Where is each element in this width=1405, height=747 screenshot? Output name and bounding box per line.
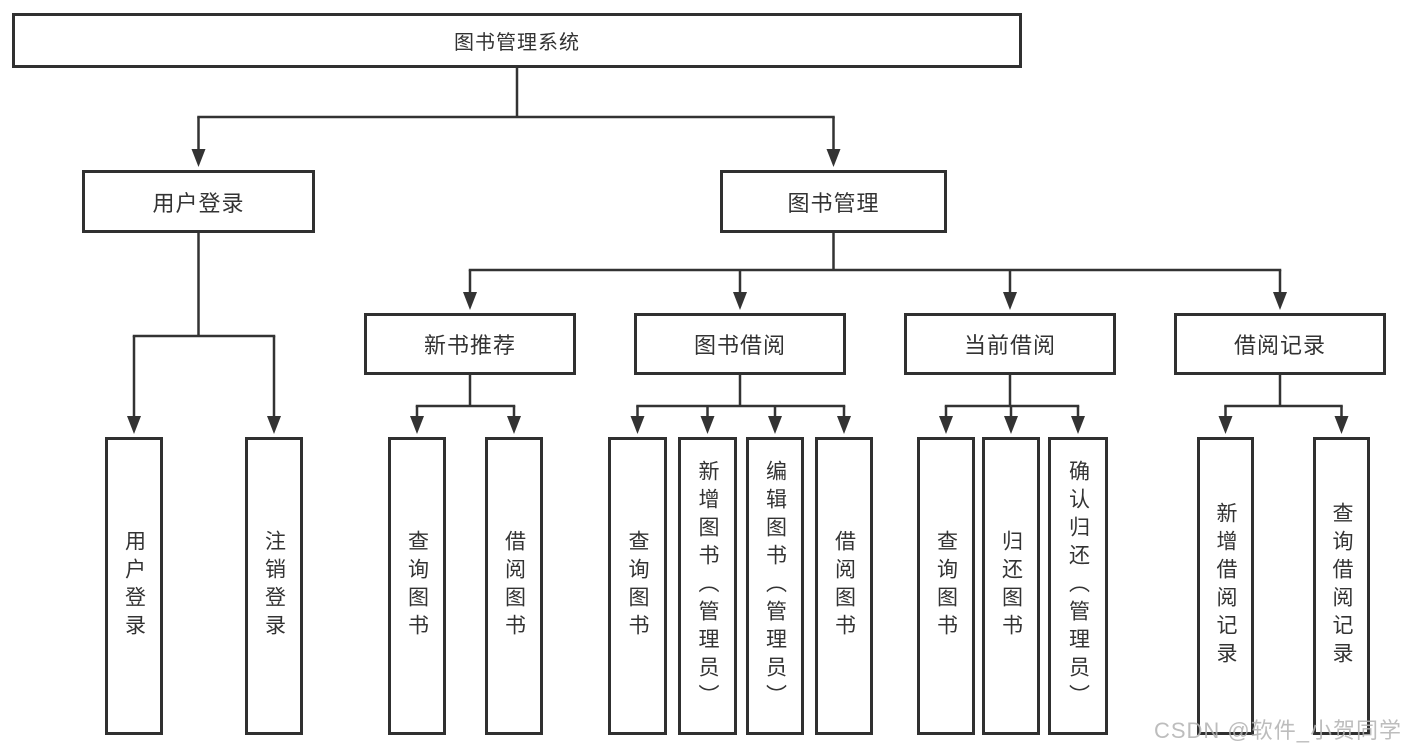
node-new-book-recommend: 新书推荐 bbox=[364, 313, 576, 375]
node-book-management: 图书管理 bbox=[720, 170, 947, 233]
node-user-login-label: 用户登录 bbox=[152, 190, 245, 216]
node-borrow-records-label: 借阅记录 bbox=[1233, 333, 1326, 358]
node-book-borrow-label: 图书借阅 bbox=[693, 333, 786, 358]
leaf-add-borrow-record: 新增借阅记录 bbox=[1197, 437, 1254, 735]
leaf-query-borrow-record: 查询借阅记录 bbox=[1313, 437, 1370, 735]
node-book-management-label: 图书管理 bbox=[787, 190, 880, 216]
node-current-borrow-label: 当前借阅 bbox=[963, 333, 1056, 358]
leaf-query-books-borrow: 查询图书 bbox=[608, 437, 667, 735]
connector-root-branch bbox=[191, 68, 841, 167]
leaf-borrow-books-recommend: 借阅图书 bbox=[485, 437, 543, 735]
watermark: CSDN @软件_小贺同学 bbox=[1153, 718, 1402, 743]
leaf-query-books-current: 查询图书 bbox=[917, 437, 975, 735]
leaf-borrow-books-recommend-label: 借阅图书 bbox=[502, 530, 526, 642]
node-new-book-recommend-label: 新书推荐 bbox=[423, 333, 516, 358]
leaf-edit-books-admin: 编辑图书（管理员） bbox=[746, 437, 804, 735]
leaf-logout: 注销登录 bbox=[245, 437, 303, 735]
connector-current-borrow-branch bbox=[939, 375, 1085, 434]
leaf-edit-books-admin-label: 编辑图书（管理员） bbox=[763, 460, 787, 712]
leaf-borrow-books: 借阅图书 bbox=[815, 437, 873, 735]
node-root-label: 图书管理系统 bbox=[454, 32, 580, 54]
leaf-query-books-recommend-label: 查询图书 bbox=[405, 530, 429, 642]
leaf-query-books-recommend: 查询图书 bbox=[388, 437, 446, 735]
leaf-add-books-admin-label: 新增图书（管理员） bbox=[696, 460, 719, 712]
node-user-login: 用户登录 bbox=[82, 170, 315, 233]
leaf-return-books: 归还图书 bbox=[982, 437, 1040, 735]
connector-user-login-branch bbox=[127, 233, 281, 434]
leaf-query-borrow-record-label: 查询借阅记录 bbox=[1330, 502, 1353, 670]
leaf-query-books-current-label: 查询图书 bbox=[934, 530, 958, 642]
leaf-query-books-borrow-label: 查询图书 bbox=[626, 530, 649, 642]
node-borrow-records: 借阅记录 bbox=[1174, 313, 1386, 375]
connector-borrow-records-branch bbox=[1218, 375, 1349, 434]
leaf-confirm-return-admin: 确认归还（管理员） bbox=[1048, 437, 1108, 735]
leaf-borrow-books-label: 借阅图书 bbox=[832, 530, 856, 642]
node-current-borrow: 当前借阅 bbox=[904, 313, 1116, 375]
connector-book-management-branch bbox=[463, 233, 1287, 310]
leaf-return-books-label: 归还图书 bbox=[999, 530, 1023, 642]
leaf-confirm-return-admin-label: 确认归还（管理员） bbox=[1066, 460, 1090, 712]
node-book-borrow: 图书借阅 bbox=[634, 313, 846, 375]
connector-book-borrow-branch bbox=[630, 375, 851, 434]
leaf-logout-label: 注销登录 bbox=[262, 530, 286, 642]
leaf-user-login-label: 用户登录 bbox=[122, 530, 146, 642]
leaf-add-borrow-record-label: 新增借阅记录 bbox=[1214, 502, 1237, 670]
connector-new-book-branch bbox=[410, 375, 521, 434]
leaf-user-login: 用户登录 bbox=[105, 437, 163, 735]
node-root: 图书管理系统 bbox=[12, 13, 1022, 68]
leaf-add-books-admin: 新增图书（管理员） bbox=[678, 437, 737, 735]
